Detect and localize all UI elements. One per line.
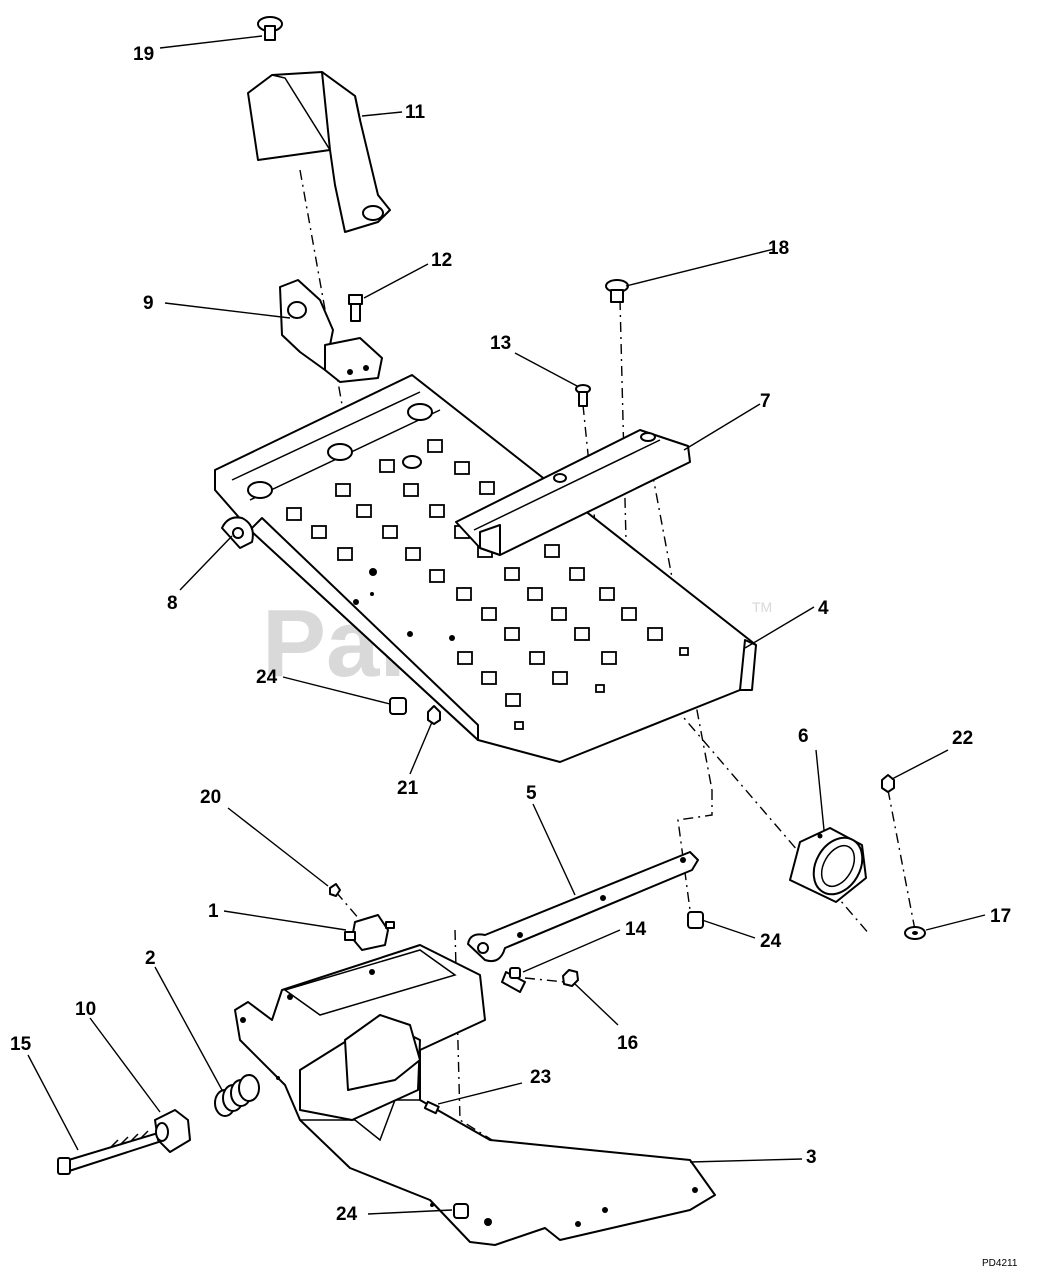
callout-3: 3 [806, 1147, 817, 1168]
part-20-nut [329, 883, 341, 897]
callout-1: 1 [208, 901, 219, 922]
part-16-nut [562, 969, 579, 987]
callout-labels: 19 11 12 9 18 13 7 8 4 24 21 6 22 5 20 1… [10, 44, 1011, 1225]
part-24-nut-a [389, 697, 407, 715]
callout-19: 19 [133, 44, 154, 65]
watermark-tm: TM [752, 599, 772, 615]
part-15-bolt [57, 1129, 172, 1175]
callout-24-right: 24 [760, 931, 782, 952]
callout-20: 20 [200, 787, 221, 808]
callout-5: 5 [526, 783, 537, 804]
part-9-bracket [279, 279, 383, 383]
part-1-switch [344, 914, 395, 951]
callout-15: 15 [10, 1034, 32, 1055]
callout-4: 4 [818, 598, 829, 619]
part-17-washer [904, 926, 926, 940]
callout-2: 2 [145, 948, 156, 969]
part-23-screw [423, 1100, 440, 1115]
callout-24-lower: 24 [336, 1204, 358, 1225]
callout-21: 21 [397, 778, 419, 799]
drawing-id: PD4211 [982, 1258, 1018, 1269]
callout-7: 7 [760, 391, 771, 412]
callout-13: 13 [490, 333, 511, 354]
part-5-link-bar [467, 851, 699, 963]
callout-11: 11 [405, 102, 426, 123]
part-12-screw [348, 294, 363, 322]
part-13-rivet [575, 384, 591, 407]
callout-22: 22 [952, 728, 973, 749]
callout-9: 9 [143, 293, 154, 314]
anti-slip-squares [286, 439, 689, 730]
part-19-bolt [257, 16, 283, 41]
part-18-bolt [605, 279, 629, 303]
part-10-rubber-bushing [154, 1109, 191, 1153]
callout-17: 17 [990, 906, 1011, 927]
part-14-bolt [501, 967, 526, 993]
callout-14: 14 [625, 919, 647, 940]
part-4-foot-plate [214, 374, 757, 763]
callout-24-upper: 24 [256, 667, 278, 688]
callout-16: 16 [617, 1033, 638, 1054]
callout-18: 18 [768, 238, 789, 259]
part-6-bushing [789, 827, 867, 903]
part-2-spring [214, 1074, 260, 1117]
part-8-hinge-eye [221, 516, 254, 549]
part-21-nut [427, 705, 441, 725]
part-7-rail [455, 429, 691, 556]
part-3-base-bracket [234, 944, 716, 1246]
callout-23: 23 [530, 1067, 551, 1088]
leader-lines [27, 35, 986, 1215]
callout-8: 8 [167, 593, 178, 614]
callout-10: 10 [75, 999, 96, 1020]
part-24-nut-c [453, 1203, 469, 1219]
callout-12: 12 [431, 250, 452, 271]
part-11-top-cover [247, 71, 391, 233]
part-24-nut-b [687, 911, 704, 929]
part-22-nut [881, 774, 895, 793]
callout-6: 6 [798, 726, 809, 747]
